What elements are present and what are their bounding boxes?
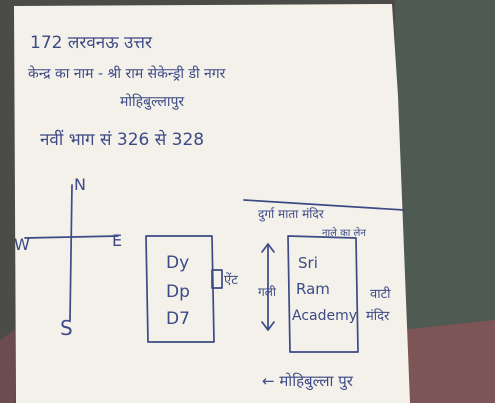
academy-label-3: Academy [292, 308, 357, 324]
lane-arrow-down-head [261, 321, 275, 331]
left-room-label-2: Dp [166, 282, 190, 302]
compass-north: N [74, 175, 86, 194]
note-line-3: मोहिबुल्लापुर [120, 93, 184, 110]
road-line [243, 199, 405, 211]
temple-label: दुर्गा माता मंदिर [258, 207, 325, 222]
patterned-carpet [400, 320, 495, 403]
temple-sub-label: नाले का लेन [322, 227, 366, 239]
academy-label-2: Ram [296, 280, 330, 298]
lane-label: गली [258, 285, 277, 299]
direction-label: ← मोहिबुल्ला पुर [262, 372, 354, 391]
compass-ns-line [69, 184, 73, 321]
door-label: ऐंट [224, 272, 238, 288]
lane-arrow-up-head [261, 243, 275, 253]
left-room-box: Dy Dp D7 ऐंट [145, 235, 238, 343]
right-label-1: वाटी [370, 286, 391, 302]
note-line-4: नवीं भाग सं 326 से 328 [40, 129, 204, 150]
compass-south: S [60, 316, 73, 340]
compass: N S E W [14, 175, 122, 340]
right-label-2: मंदिर [366, 308, 390, 324]
green-fabric [395, 0, 495, 330]
left-room-label-3: D7 [166, 309, 190, 329]
door-box [211, 269, 223, 289]
right-room-group: दुर्गा माता मंदिर नाले का लेन Sri Ram Ac… [243, 199, 405, 391]
compass-east: E [112, 231, 122, 250]
note-line-2: केन्द्र का नाम - श्री राम सेकेन्ड्री डी … [28, 65, 226, 82]
academy-label-1: Sri [298, 254, 318, 272]
note-line-1: 172 लरवनऊ उत्तर [30, 33, 153, 53]
compass-west: W [14, 235, 30, 254]
paper-sheet [14, 4, 410, 403]
compass-ew-line [24, 235, 119, 239]
left-room-label-1: Dy [166, 253, 189, 273]
academy-box [287, 235, 359, 353]
